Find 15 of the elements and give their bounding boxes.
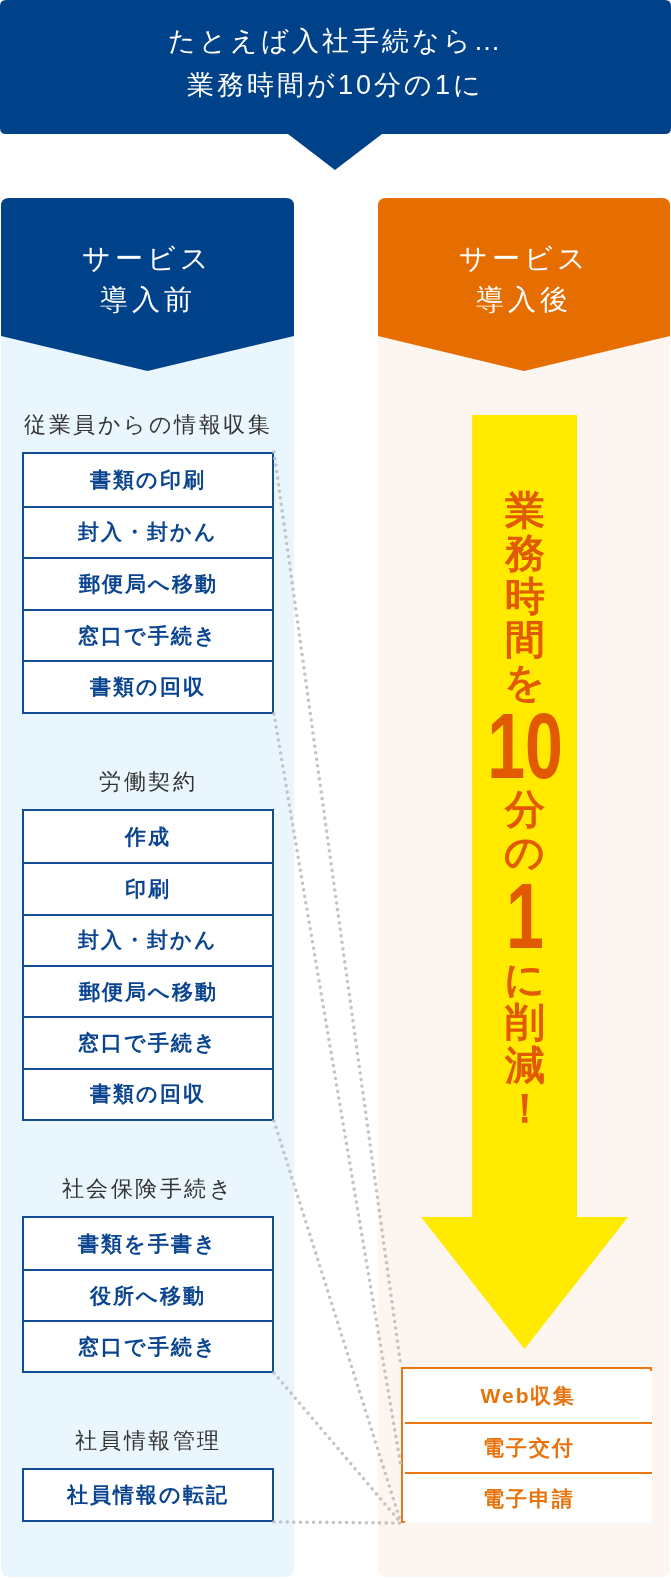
result-stack xyxy=(401,1367,652,1523)
group-heading: 社会保険手続き xyxy=(61,1175,235,1203)
group-heading: 社員情報管理 xyxy=(74,1427,222,1455)
result-box: 電子交付 xyxy=(405,1421,652,1473)
arrow-text: 業務時間を10分の1に削減！ xyxy=(485,489,564,1130)
column-panel xyxy=(1,198,294,1577)
column-panel xyxy=(378,198,670,1577)
group-heading: 労働契約 xyxy=(99,768,197,796)
column-heading: サービス導入前 xyxy=(81,242,214,317)
dotted-line xyxy=(272,1520,403,1525)
result-box: 電子申請 xyxy=(405,1472,652,1523)
column-heading: サービス導入後 xyxy=(457,242,591,317)
down-arrow xyxy=(421,415,628,1349)
group-heading: 従業員からの情報収集 xyxy=(24,411,272,439)
title: たとえば入社手続なら…業務時間が10分の1に xyxy=(166,25,505,102)
